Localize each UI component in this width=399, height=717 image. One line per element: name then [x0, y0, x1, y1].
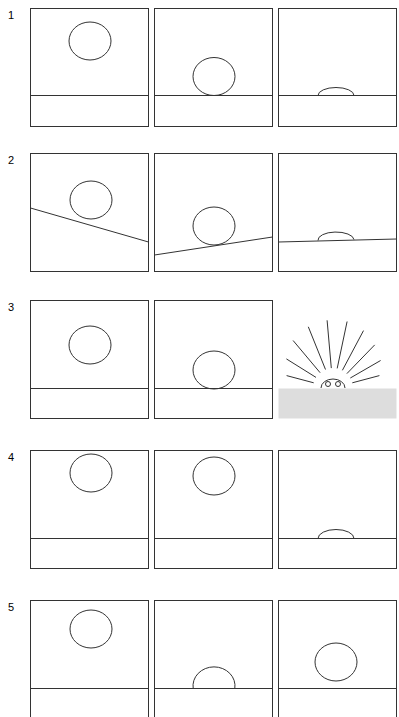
horizon-line [279, 538, 397, 539]
row-three [31, 301, 397, 419]
sun-circle [70, 181, 112, 219]
panel-frame [31, 9, 149, 127]
sun-eye [326, 382, 331, 387]
sun-circle [70, 454, 112, 492]
horizon-line [279, 688, 397, 689]
row-four [31, 451, 397, 569]
sun-circle [193, 667, 235, 689]
horizon-line [31, 388, 149, 389]
sun-arc [318, 88, 354, 96]
row-number: 3 [8, 302, 14, 313]
sun-circle [70, 610, 112, 648]
row-number: 4 [8, 452, 14, 463]
sun-circle [193, 207, 235, 245]
sun-rays [286, 320, 380, 383]
tilted-horizon [31, 208, 149, 242]
sun-circle [193, 351, 235, 389]
sun-circle [69, 22, 111, 60]
panel-frame [155, 154, 273, 272]
horizon-line [279, 95, 397, 96]
row-number: 5 [8, 602, 14, 613]
panel-frame [279, 601, 397, 717]
horizon-line [155, 688, 273, 689]
panel-ground [279, 301, 397, 419]
panel-frame [31, 451, 149, 569]
panel-frame [31, 601, 149, 717]
grey-ground [279, 389, 397, 419]
panel-frame [279, 154, 397, 272]
row-two [31, 154, 397, 272]
row-five [31, 601, 397, 717]
sun-arc [318, 232, 354, 240]
horizon-line [31, 538, 149, 539]
panel-frame [155, 9, 273, 127]
panel-frame [279, 451, 397, 569]
panel-frame [31, 301, 149, 419]
tilted-horizon [279, 239, 397, 242]
sun-circle [193, 457, 235, 495]
sun-arc [318, 530, 354, 539]
panel-frame [155, 451, 273, 569]
tilted-horizon [155, 237, 273, 255]
panel-frame [279, 9, 397, 127]
row-one [31, 9, 397, 127]
smiling-sun [321, 379, 345, 388]
sun-eye [336, 382, 341, 387]
horizon-line [155, 538, 273, 539]
sun-circle [315, 643, 357, 681]
sun-circle [193, 58, 235, 96]
horizon-line [31, 95, 149, 96]
row-number: 1 [8, 10, 14, 21]
panel-frame [155, 601, 273, 717]
horizon-line [31, 688, 149, 689]
panel-frame [155, 301, 273, 419]
panel-frame [31, 154, 149, 272]
row-number: 2 [8, 155, 14, 166]
sun-circle [69, 326, 111, 364]
